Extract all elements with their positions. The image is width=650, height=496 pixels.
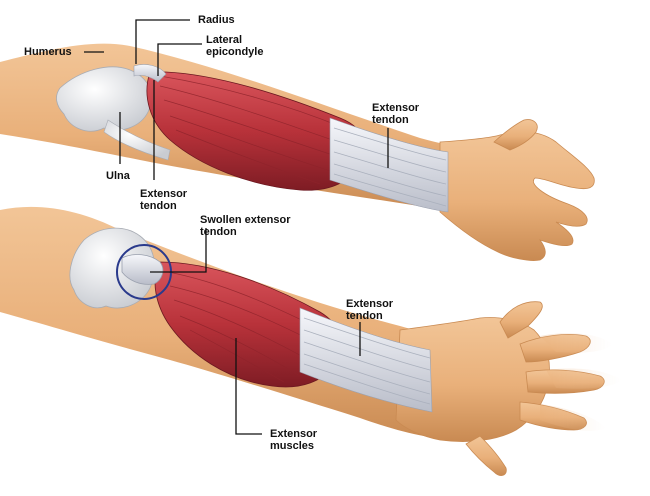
label-humerus: Humerus (24, 46, 72, 58)
bottom-extensor-tendons (299, 307, 433, 413)
label-extensor-tendon-top-right: Extensor tendon (372, 102, 420, 126)
top-hand (439, 131, 595, 261)
radius-leader (135, 19, 190, 64)
top-muscle-fibers (159, 75, 351, 185)
top-thumb (493, 119, 538, 151)
leader-lines (84, 19, 389, 435)
label-extensor-tendon-top-left: Extensor tendon (140, 188, 188, 212)
top-extensor-tendons (329, 117, 449, 213)
bottom-arm (0, 206, 622, 476)
finger-motion-ghost (540, 333, 622, 431)
top-humerus-bone (56, 66, 152, 132)
label-radius: Radius (198, 14, 235, 26)
top-arm (0, 43, 595, 261)
label-swollen-extensor-tendon: Swollen extensor tendon (200, 214, 291, 238)
bottom-extensor-muscle (154, 261, 342, 388)
label-lateral-epicondyle: Lateral epicondyle (206, 34, 264, 58)
swollen-tendon (121, 254, 164, 285)
extensor-muscles-leader (235, 338, 262, 435)
label-extensor-tendon-bottom: Extensor tendon (346, 298, 394, 322)
label-extensor-muscles: Extensor muscles (270, 428, 318, 452)
label-ulna: Ulna (106, 170, 130, 182)
swollen-tendon-leader (150, 228, 207, 273)
lateral-epicondyle-leader (157, 43, 202, 76)
